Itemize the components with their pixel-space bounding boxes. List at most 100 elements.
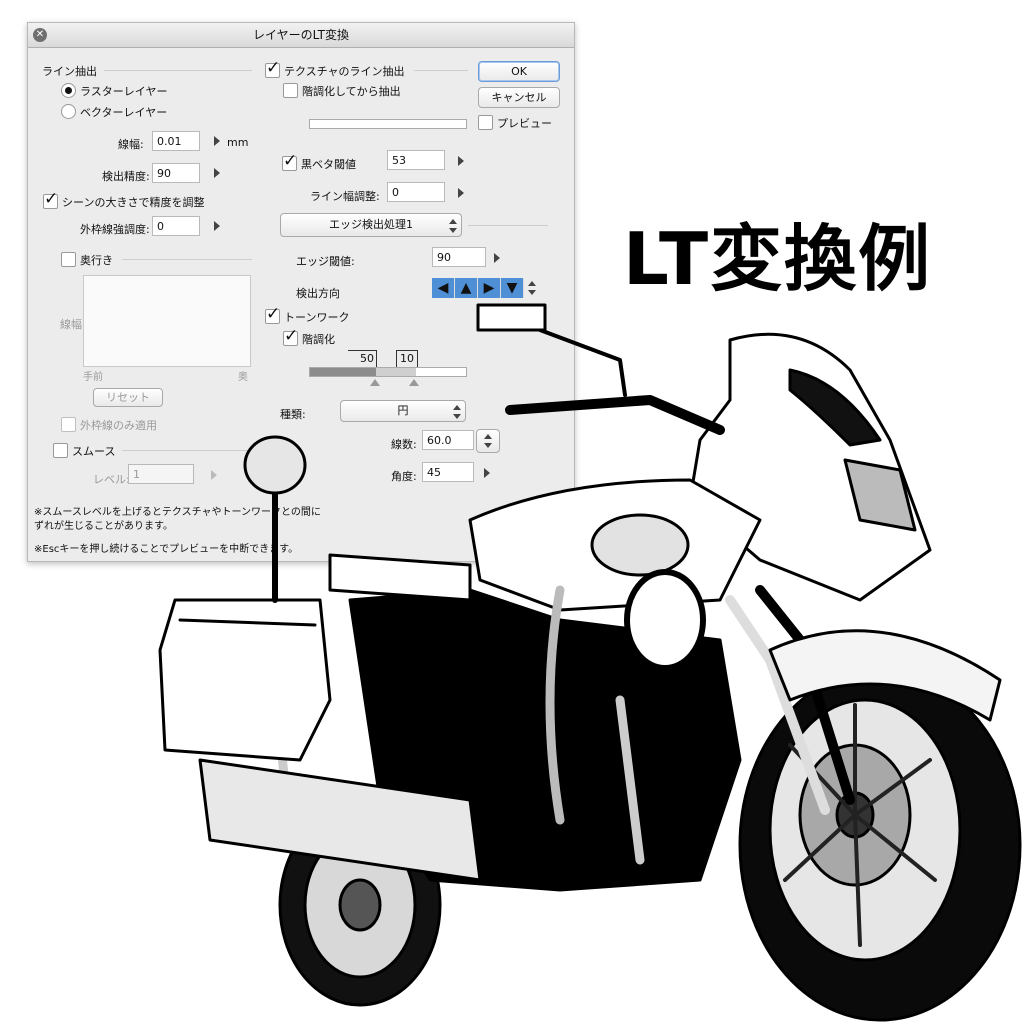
cancel-button[interactable]: キャンセル bbox=[478, 87, 560, 108]
slider-value-b: 10 bbox=[400, 352, 414, 365]
posterize-first-checkbox[interactable] bbox=[283, 83, 298, 98]
mirror bbox=[476, 303, 547, 332]
section-divider bbox=[122, 450, 252, 451]
posterize-first-label: 階調化してから抽出 bbox=[302, 85, 401, 98]
angle-arrow-icon[interactable] bbox=[484, 468, 490, 478]
black-threshold-label: 黒ベタ閾値 bbox=[301, 158, 356, 171]
ok-button[interactable]: OK bbox=[478, 61, 560, 82]
note-smooth-line2: ずれが生じることがあります。 bbox=[34, 521, 173, 532]
precision-arrow-icon[interactable] bbox=[214, 168, 220, 178]
line-adjust-arrow-icon[interactable] bbox=[458, 188, 464, 198]
edge-threshold-arrow-icon[interactable] bbox=[494, 253, 500, 263]
vector-layer-radio[interactable] bbox=[61, 104, 76, 119]
dialog-titlebar: ✕ レイヤーのLT変換 bbox=[28, 23, 574, 48]
close-icon[interactable]: ✕ bbox=[33, 28, 47, 42]
outline-only-checkbox[interactable] bbox=[61, 417, 76, 432]
lines-input[interactable]: 60.0 bbox=[422, 430, 474, 450]
tone-level-fill-light bbox=[376, 368, 416, 376]
texture-line-checkbox[interactable] bbox=[265, 58, 280, 78]
stepper-icon bbox=[482, 431, 494, 451]
arrow-up-icon[interactable]: ▲ bbox=[455, 278, 478, 298]
slider-handle-a-icon[interactable] bbox=[370, 379, 380, 386]
scene-size-label: シーンの大きさで精度を調整 bbox=[62, 196, 205, 209]
edge-detection-value: エッジ検出処理1 bbox=[329, 218, 413, 231]
line-width-arrow-icon[interactable] bbox=[214, 136, 220, 146]
preview-checkbox[interactable] bbox=[478, 115, 493, 130]
rear-plate-box bbox=[328, 553, 472, 602]
depth-curve-graph[interactable] bbox=[83, 275, 251, 367]
direction-buttons: ◀ ▲ ▶ ▼ bbox=[432, 278, 550, 298]
depth-label: 奥行き bbox=[80, 254, 113, 267]
dialog-title: レイヤーのLT変換 bbox=[252, 28, 349, 42]
headlight-ring bbox=[624, 569, 706, 671]
line-width-input[interactable]: 0.01 bbox=[152, 131, 200, 151]
outline-strength-input[interactable]: 0 bbox=[152, 216, 200, 236]
black-threshold-input[interactable]: 53 bbox=[387, 150, 445, 170]
slider-value-a-box: 50 bbox=[348, 350, 377, 367]
graph-near-label: 手前 bbox=[83, 372, 103, 383]
siren-front bbox=[590, 513, 690, 577]
lines-stepper[interactable] bbox=[476, 429, 500, 453]
direction-stepper-icon[interactable] bbox=[526, 278, 538, 298]
note-smooth-line1: ※スムースレベルを上げるとテクスチャやトーンワークとの間に bbox=[34, 507, 321, 518]
outline-strength-arrow-icon[interactable] bbox=[214, 221, 220, 231]
level-input[interactable]: 1 bbox=[128, 464, 194, 484]
outline-only-label: 外枠線のみ適用 bbox=[80, 419, 157, 432]
tonework-checkbox[interactable] bbox=[265, 304, 280, 324]
edge-threshold-label: エッジ閾値: bbox=[296, 255, 355, 268]
saddle-bag-lid bbox=[178, 618, 317, 627]
saddle-bag bbox=[158, 598, 332, 762]
front-fender bbox=[768, 629, 1002, 722]
raster-layer-radio[interactable] bbox=[61, 83, 76, 98]
slider-value-b-box: 10 bbox=[396, 350, 418, 367]
tone-posterize-checkbox[interactable] bbox=[283, 326, 298, 346]
texture-line-label: テクスチャのライン抽出 bbox=[284, 65, 405, 78]
rear-hub bbox=[338, 878, 382, 932]
tone-level-slider[interactable] bbox=[309, 367, 467, 377]
scene-size-checkbox[interactable] bbox=[43, 189, 58, 209]
smooth-checkbox[interactable] bbox=[53, 443, 68, 458]
line-adjust-input[interactable]: 0 bbox=[387, 182, 445, 202]
line-adjust-label: ライン幅調整: bbox=[310, 190, 380, 203]
slider-handle-b-icon[interactable] bbox=[409, 379, 419, 386]
exhaust-pipe bbox=[198, 758, 482, 882]
headline: LT変換例 bbox=[623, 217, 933, 301]
front-fork-right bbox=[725, 595, 830, 815]
arrow-right-icon[interactable]: ▶ bbox=[478, 278, 501, 298]
crash-bar-mid bbox=[615, 695, 645, 865]
angle-label: 角度: bbox=[391, 470, 417, 483]
lines-label: 線数: bbox=[391, 438, 417, 451]
angle-input[interactable]: 45 bbox=[422, 462, 474, 482]
graph-axis-label: 線幅 bbox=[60, 318, 82, 331]
posterize-slider[interactable] bbox=[309, 119, 467, 129]
black-threshold-arrow-icon[interactable] bbox=[458, 156, 464, 166]
tonework-label: トーンワーク bbox=[284, 311, 350, 324]
black-threshold-checkbox[interactable] bbox=[282, 151, 297, 171]
arrow-left-icon[interactable]: ◀ bbox=[432, 278, 455, 298]
section-divider bbox=[104, 70, 252, 71]
line-extraction-section: ライン抽出 bbox=[42, 65, 97, 78]
level-arrow-icon[interactable] bbox=[211, 470, 217, 480]
line-width-label: 線幅: bbox=[118, 138, 144, 151]
edge-detection-select[interactable]: エッジ検出処理1 bbox=[280, 213, 462, 237]
kind-value: 円 bbox=[397, 404, 409, 417]
handlebar bbox=[505, 395, 725, 435]
precision-input[interactable]: 90 bbox=[152, 163, 200, 183]
section-divider bbox=[122, 259, 252, 260]
outline-strength-label: 外枠線強調度: bbox=[80, 223, 150, 236]
preview-label: プレビュー bbox=[497, 117, 552, 130]
smooth-label: スムース bbox=[72, 445, 116, 458]
reset-button[interactable]: リセット bbox=[93, 388, 163, 407]
kind-select[interactable]: 円 bbox=[340, 400, 466, 422]
tone-posterize-label: 階調化 bbox=[302, 333, 335, 346]
edge-threshold-input[interactable]: 90 bbox=[432, 247, 486, 267]
section-divider bbox=[414, 70, 468, 71]
arrow-down-icon[interactable]: ▼ bbox=[501, 278, 524, 298]
section-divider bbox=[468, 225, 548, 226]
lt-conversion-dialog: ✕ レイヤーのLT変換 ライン抽出 ラスターレイヤー ベクターレイヤー 線幅: … bbox=[27, 22, 575, 562]
depth-checkbox[interactable] bbox=[61, 252, 76, 267]
tone-level-fill-dark bbox=[310, 368, 376, 376]
line-width-unit: mm bbox=[227, 136, 249, 149]
select-updown-icon bbox=[447, 216, 459, 236]
